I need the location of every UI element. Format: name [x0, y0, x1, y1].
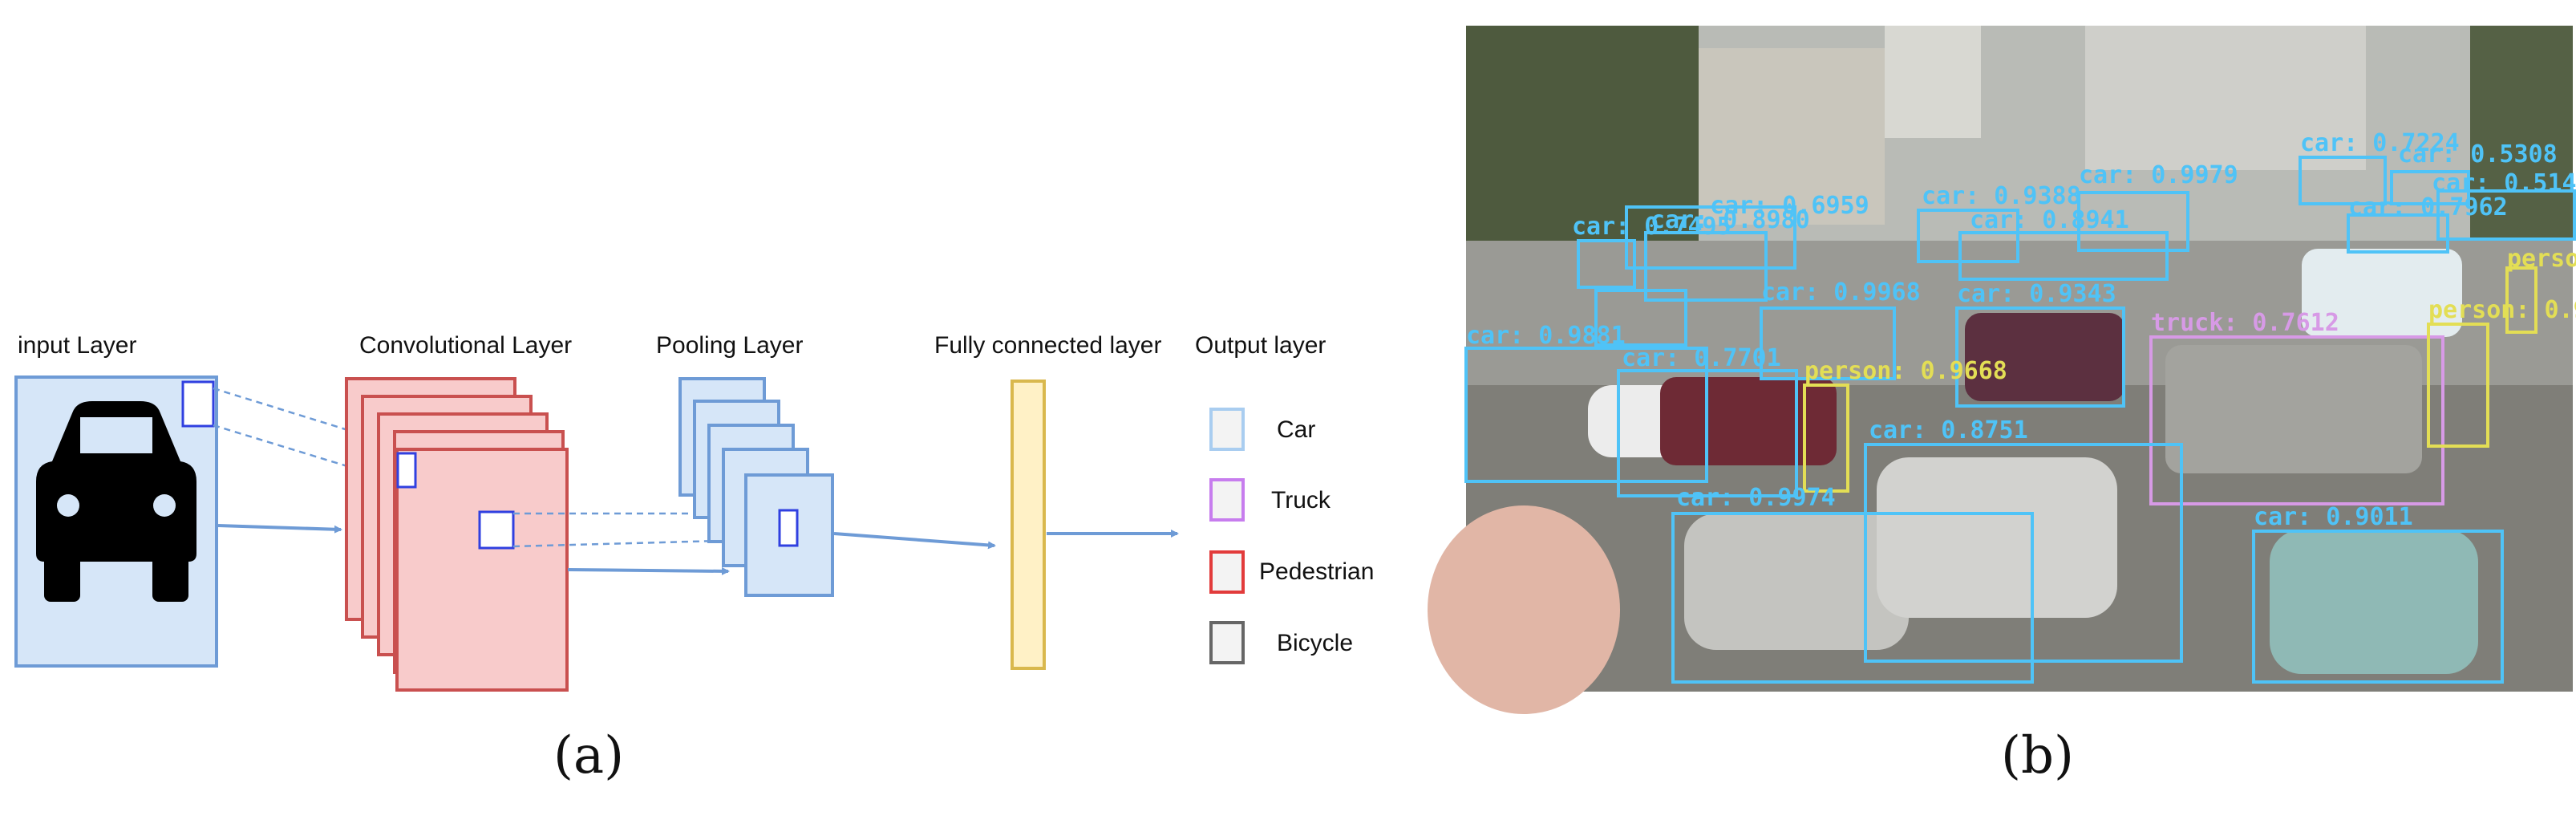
detection-label: car: 0.9881: [1466, 322, 1626, 350]
fc-layer-label: Fully connected layer: [934, 332, 1161, 359]
conv-pool-window: [478, 510, 515, 550]
detection-box: [2390, 170, 2470, 205]
detection-box: [2077, 191, 2189, 252]
arrow-input-to-conv: [217, 524, 342, 534]
legend-swatch-pedestrian: [1209, 550, 1245, 594]
detection-box: [1671, 512, 2034, 684]
detection-boxes: [1464, 156, 2576, 684]
detection-label: car: 0.5308: [2398, 140, 2558, 168]
fc-layer-box: [1011, 380, 1046, 670]
panel-a-caption: (a): [553, 726, 625, 785]
output-layer-label: Output layer: [1195, 332, 1326, 359]
detection-box: [1955, 306, 2125, 408]
photo-foreground-blur: [1428, 505, 1620, 714]
detection-label: car: 0.7962: [2348, 193, 2508, 221]
photo-car: [2270, 530, 2478, 674]
legend-swatch-car: [1209, 408, 1245, 451]
detection-label: car: 0.9979: [2079, 161, 2238, 189]
detection-box: [1917, 209, 2019, 263]
detection-label: car: 0.514: [2432, 169, 2576, 197]
legend-label-bicycle: Bicycle: [1277, 630, 1353, 656]
arrow-pool-to-fc: [833, 532, 996, 550]
detection-box: [1577, 239, 1636, 289]
photo-sky: [1885, 26, 1981, 138]
detection-box: [1594, 289, 1687, 347]
detection-photo-panel: car: 0.6959 car: 0.9388 car: 0.9979 car:…: [1428, 26, 2576, 714]
arrow-conv-to-pool: [567, 566, 730, 575]
detection-label: car: 0.8980: [1651, 206, 1810, 234]
detection-label: car: 0.9388: [1922, 182, 2081, 210]
detection-label: car: 0.7224: [2300, 129, 2460, 157]
detection-box: [2427, 323, 2489, 448]
detection-box: [1644, 231, 1768, 302]
detection-box: [2149, 335, 2444, 505]
detection-label: car: 0.8941: [1970, 206, 2129, 234]
detection-label: truck: 0.7612: [2151, 309, 2339, 337]
detection-label: car: 0.9968: [1761, 278, 1921, 306]
photo-van: [2302, 249, 2462, 337]
car-icon: [36, 401, 196, 602]
legend-swatch-bicycle: [1209, 621, 1245, 664]
conv-feature-map: [395, 448, 569, 692]
detection-label: person: [2507, 245, 2576, 273]
detection-label: car: 0.9974: [1676, 484, 1836, 512]
pooling-layer-label: Pooling Layer: [656, 332, 803, 359]
detection-box: [1864, 443, 2183, 663]
detection-box: [1617, 369, 1798, 497]
conv-layer-label: Convolutional Layer: [359, 332, 572, 359]
photo-car: [1660, 377, 1837, 465]
legend-label-pedestrian: Pedestrian: [1259, 558, 1374, 585]
detection-box: [2505, 266, 2538, 334]
photo-car: [1877, 457, 2117, 618]
detection-box: [2347, 213, 2449, 254]
detection-label: car: 0.8751: [1869, 416, 2028, 445]
photo-truck: [2165, 345, 2422, 473]
detection-label: person: 0.9: [2428, 296, 2576, 324]
conv-kernel-output: [396, 452, 417, 489]
pooling-maps: [678, 377, 834, 597]
output-legend: Car Truck Pedestrian Bicycle: [1209, 408, 1374, 664]
legend-label-car: Car: [1277, 416, 1315, 443]
conv-feature-maps: [345, 377, 569, 692]
detection-box: [1958, 231, 2169, 281]
photo-building: [2085, 26, 2366, 170]
detection-box: [1464, 347, 1708, 483]
detection-box: [2252, 530, 2504, 684]
panel-b-caption: (b): [2001, 726, 2074, 785]
photo-car: [1965, 313, 2125, 401]
input-kernel-window: [181, 380, 215, 428]
detection-box: [1625, 205, 1796, 270]
detection-label: car: 0.6959: [1710, 192, 1869, 220]
cnn-architecture-diagram: input Layer Convolutional Layer: [14, 332, 1374, 692]
detection-box: [1760, 306, 1896, 380]
detection-box: [2299, 156, 2387, 205]
legend-swatch-truck: [1209, 478, 1245, 522]
detection-label: car: 0.9343: [1957, 280, 2116, 308]
legend-label-truck: Truck: [1271, 487, 1331, 514]
photo-car: [1684, 514, 1909, 650]
detection-label: car: 0.7495: [1572, 213, 1732, 241]
detection-label: car: 0.9011: [2254, 503, 2413, 531]
detection-label: car: 0.7701: [1622, 344, 1781, 372]
pool-kernel-output: [778, 509, 799, 547]
input-layer-label: input Layer: [18, 332, 136, 359]
detection-box: [1803, 384, 1849, 493]
detection-label: person: 0.9668: [1804, 357, 2007, 385]
